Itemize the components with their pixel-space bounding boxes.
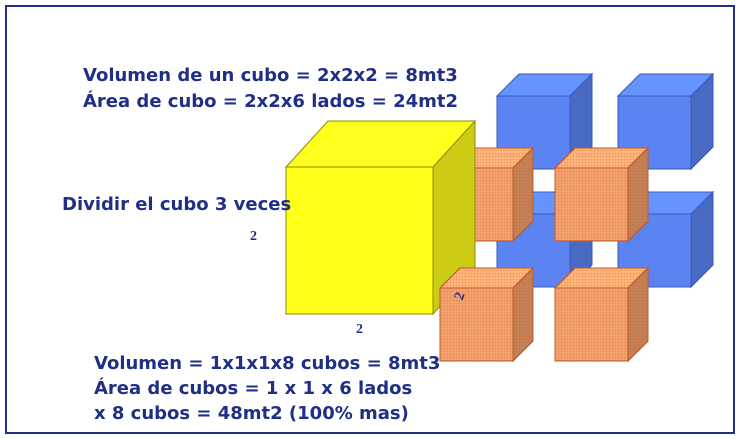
big-yellow-cube (284, 119, 477, 316)
blue-cube-bottom-right-side-face (690, 190, 714, 289)
divide-cube-text: Dividir el cubo 3 veces (62, 194, 292, 215)
orange-cube-top-right-grid-2 (627, 146, 649, 243)
orange-cube-bottom-right-grid-0 (554, 287, 629, 362)
orange-cubes-bottom (438, 266, 650, 363)
volume-small-cubes-text: Volumen = 1x1x1x8 cubos = 8mt3 (94, 353, 441, 374)
orange-cube-bottom-right (553, 266, 650, 363)
orange-cube-bottom-left-grid-0 (439, 287, 514, 362)
blue-cube-top-left-side-face (569, 72, 593, 171)
big-cube-width-label: 2 (356, 322, 363, 337)
orange-cube-bottom-left-grid-2 (512, 266, 534, 363)
orange-cube-top-right-grid-0 (554, 167, 629, 242)
orange-cube-bottom-right-grid-2 (627, 266, 649, 363)
yellow-cube-front-face (285, 166, 434, 315)
total-area-text: x 8 cubos = 48mt2 (100% mas) (94, 403, 409, 424)
orange-cube-bottom-left (438, 266, 535, 363)
orange-cube-top-left-grid-2 (512, 146, 534, 243)
yellow-cube (284, 119, 477, 316)
area-one-cube-text: Área de cubo = 2x2x6 lados = 24mt2 (83, 91, 459, 112)
blue-cube-top-right-side-face (690, 72, 714, 171)
orange-cube-top-right (553, 146, 650, 243)
volume-one-cube-text: Volumen de un cubo = 2x2x2 = 8mt3 (83, 65, 458, 86)
big-cube-height-label: 2 (250, 229, 257, 244)
area-small-cubes-text: Área de cubos = 1 x 1 x 6 lados (94, 378, 413, 399)
